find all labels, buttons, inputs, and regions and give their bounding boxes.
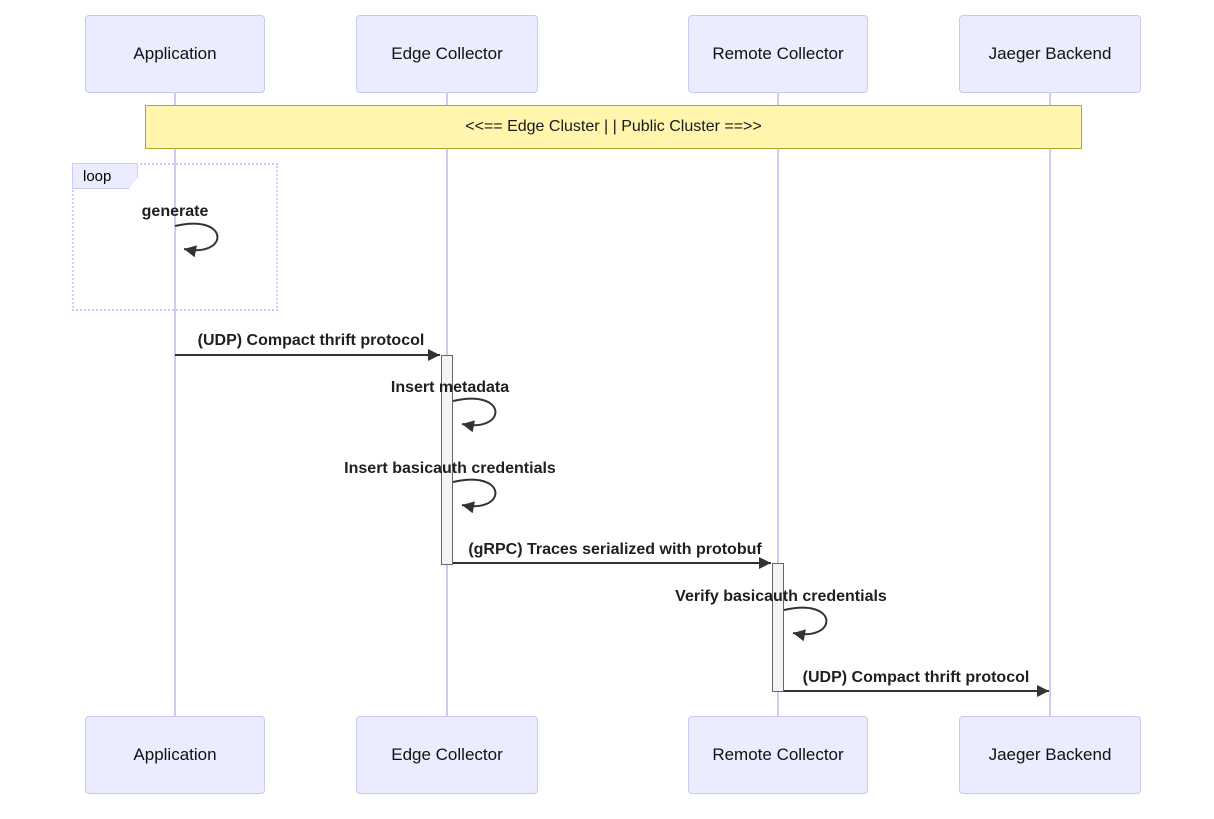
participant-label: Jaeger Backend [988, 745, 1112, 764]
self-arrow-insert-metadata [452, 397, 497, 433]
message-label-generate: generate [141, 203, 209, 220]
participant-label: Application [133, 44, 217, 63]
participant-jaeger-backend-top: Jaeger Backend [959, 15, 1141, 93]
participant-label: Application [133, 745, 217, 764]
message-label-insert-basicauth: Insert basicauth credentials [344, 460, 556, 477]
participant-remote-collector-bottom: Remote Collector [688, 716, 868, 794]
cluster-note-text: <<== Edge Cluster | | Public Cluster ==>… [465, 118, 762, 135]
participant-label: Remote Collector [712, 44, 844, 63]
cluster-note: <<== Edge Cluster | | Public Cluster ==>… [145, 105, 1082, 149]
lifeline-jaeger-backend [1049, 93, 1051, 716]
loop-label-text: loop [83, 167, 112, 185]
self-arrow-insert-basicauth [452, 478, 497, 514]
activation-edge-collector [441, 355, 453, 565]
self-arrow-verify-basicauth [783, 606, 828, 642]
participant-application-top: Application [85, 15, 265, 93]
participant-label: Edge Collector [391, 44, 503, 63]
message-label-grpc: (gRPC) Traces serialized with protobuf [468, 541, 762, 558]
participant-label: Remote Collector [712, 745, 844, 764]
participant-label: Jaeger Backend [988, 44, 1112, 63]
message-label-verify-basicauth: Verify basicauth credentials [675, 588, 887, 605]
participant-application-bottom: Application [85, 716, 265, 794]
participant-edge-collector-bottom: Edge Collector [356, 716, 538, 794]
loop-label: loop [72, 163, 138, 189]
lifeline-remote-collector [777, 93, 779, 716]
participant-label: Edge Collector [391, 745, 503, 764]
activation-remote-collector [772, 563, 784, 692]
message-label-insert-metadata: Insert metadata [390, 379, 510, 396]
loop-frame [72, 163, 278, 311]
participant-edge-collector-top: Edge Collector [356, 15, 538, 93]
lifeline-application [174, 93, 176, 716]
message-label-udp-1: (UDP) Compact thrift protocol [197, 332, 425, 349]
participant-remote-collector-top: Remote Collector [688, 15, 868, 93]
participant-jaeger-backend-bottom: Jaeger Backend [959, 716, 1141, 794]
message-label-udp-2: (UDP) Compact thrift protocol [802, 669, 1030, 686]
